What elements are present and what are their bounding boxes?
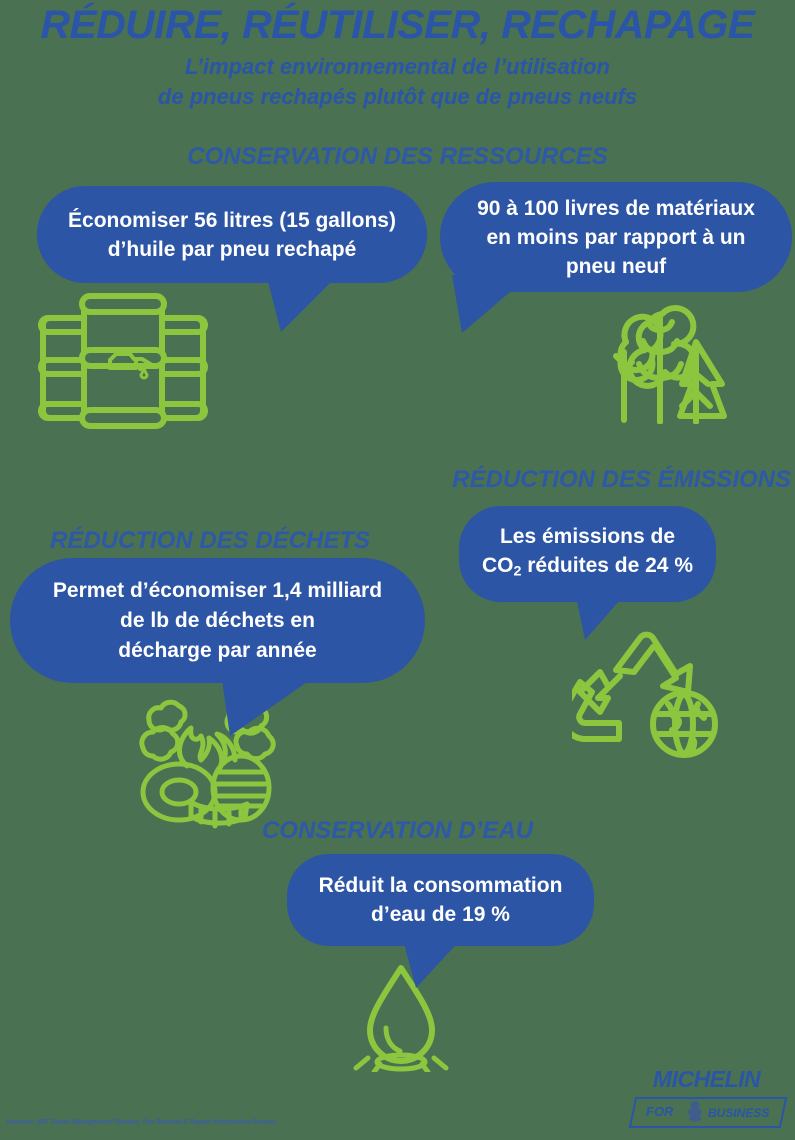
materials-line-3: pneu neuf bbox=[565, 254, 667, 278]
fact-bubble-oil-text: Économiser 56 litres (15 gallons) d’huil… bbox=[68, 206, 396, 264]
section-heading-emissions: RÉDUCTION DES ÉMISSIONS bbox=[452, 466, 791, 493]
fact-bubble-waste-text: Permet d’économiser 1,4 milliard de lb d… bbox=[53, 576, 382, 666]
section-heading-water: CONSERVATION D’EAU bbox=[261, 817, 534, 844]
waste-line-3: décharge par année bbox=[118, 638, 317, 662]
fact-bubble-water-reduction: Réduit la consommation d’eau de 19 % bbox=[287, 854, 594, 988]
fact-bubble-water-text: Réduit la consommation d’eau de 19 % bbox=[319, 871, 563, 929]
co2-line-1: Les émissions de bbox=[499, 524, 676, 548]
waste-line-2: de lb de déchets en bbox=[120, 608, 315, 632]
co2-subscript: 2 bbox=[513, 563, 522, 580]
bibendum-icon bbox=[688, 1101, 702, 1122]
bubble-tail bbox=[265, 270, 343, 332]
subtitle-line-1: L’impact environnemental de l’utilisatio… bbox=[185, 54, 610, 79]
source-note: Sources: MIT Sloan Management Review, Ti… bbox=[6, 1119, 276, 1126]
page-title: RÉDUIRE, RÉUTILISER, RECHAPAGE bbox=[40, 3, 755, 47]
recycle-globe-icon bbox=[560, 626, 727, 766]
water-line-1: Réduit la consommation bbox=[318, 874, 563, 897]
oil-line-2: d’huile par pneu rechapé bbox=[107, 237, 357, 261]
co2-line-2-suffix: réduites de 24 % bbox=[521, 553, 693, 577]
water-droplet-icon bbox=[346, 962, 456, 1077]
fact-bubble-oil-savings: Économiser 56 litres (15 gallons) d’huil… bbox=[37, 186, 427, 332]
oil-barrels-icon bbox=[38, 288, 208, 439]
bubble-tail bbox=[575, 592, 627, 640]
burning-tires-icon bbox=[125, 690, 303, 835]
trees-icon bbox=[592, 296, 732, 429]
waste-line-1: Permet d’économiser 1,4 milliard bbox=[52, 578, 383, 602]
co2-formula-prefix: CO bbox=[481, 553, 514, 577]
oil-line-1: Économiser 56 litres (15 gallons) bbox=[68, 208, 396, 232]
bubble-tail bbox=[220, 666, 330, 736]
fact-bubble-materials-text: 90 à 100 livres de matériaux en moins pa… bbox=[477, 194, 755, 281]
fact-bubble-co2-reduction: Les émissions de CO2 réduites de 24 % bbox=[459, 506, 716, 640]
section-heading-waste: RÉDUCTION DES DÉCHETS bbox=[49, 527, 371, 554]
subtitle-line-2: de pneus rechapés plutôt que de pneus ne… bbox=[157, 84, 638, 109]
bubble-tail bbox=[452, 275, 530, 333]
fact-bubble-materials-savings: 90 à 100 livres de matériaux en moins pa… bbox=[440, 182, 792, 333]
bubble-tail bbox=[402, 936, 464, 988]
materials-line-1: 90 à 100 livres de matériaux bbox=[477, 196, 755, 220]
water-line-2: d’eau de 19 % bbox=[371, 903, 510, 926]
michelin-business-label: BUSINESS bbox=[708, 1106, 770, 1120]
michelin-wordmark: MICHELIN bbox=[652, 1066, 761, 1092]
michelin-for-label: FOR bbox=[646, 1104, 674, 1119]
fact-bubble-waste-reduction: Permet d’économiser 1,4 milliard de lb d… bbox=[10, 558, 425, 736]
fact-bubble-co2-text: Les émissions de CO2 réduites de 24 % bbox=[482, 522, 693, 587]
page-subtitle: L’impact environnemental de l’utilisatio… bbox=[0, 52, 795, 112]
section-heading-resources: CONSERVATION DES RESSOURCES bbox=[187, 143, 608, 170]
materials-line-2: en moins par rapport à un bbox=[486, 225, 746, 249]
michelin-logo: MICHELIN FOR BUSINESS bbox=[624, 1066, 789, 1132]
